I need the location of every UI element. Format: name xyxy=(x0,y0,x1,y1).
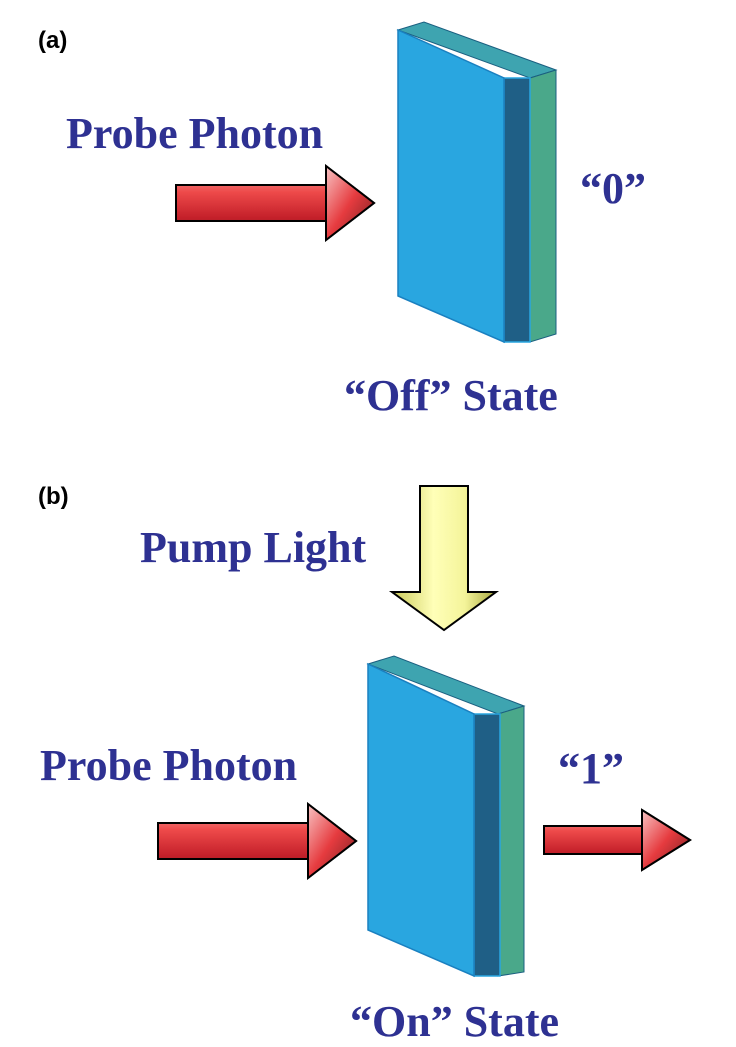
panel-b-probe-arrow-out xyxy=(543,808,692,872)
panel-a-probe-label: Probe Photon xyxy=(66,109,323,158)
panel-a-output-label: “0” xyxy=(580,164,646,213)
panel-a-probe-arrow xyxy=(175,163,376,243)
panel-a-state-label: “Off” State xyxy=(344,371,558,420)
panel-b-pump-label: Pump Light xyxy=(140,523,367,572)
panel-b-pump-arrow xyxy=(388,485,500,632)
panel-b-output-label: “1” xyxy=(558,744,624,793)
panel-a-switch-slab xyxy=(396,21,558,344)
panel-b-label: (b) xyxy=(38,483,69,510)
panel-b-probe-label: Probe Photon xyxy=(40,741,297,790)
panel-a-label: (a) xyxy=(38,27,67,54)
panel-b-state-label: “On” State xyxy=(350,997,559,1046)
panel-b-switch-slab xyxy=(366,655,526,978)
panel-b-probe-arrow-in xyxy=(157,801,358,881)
